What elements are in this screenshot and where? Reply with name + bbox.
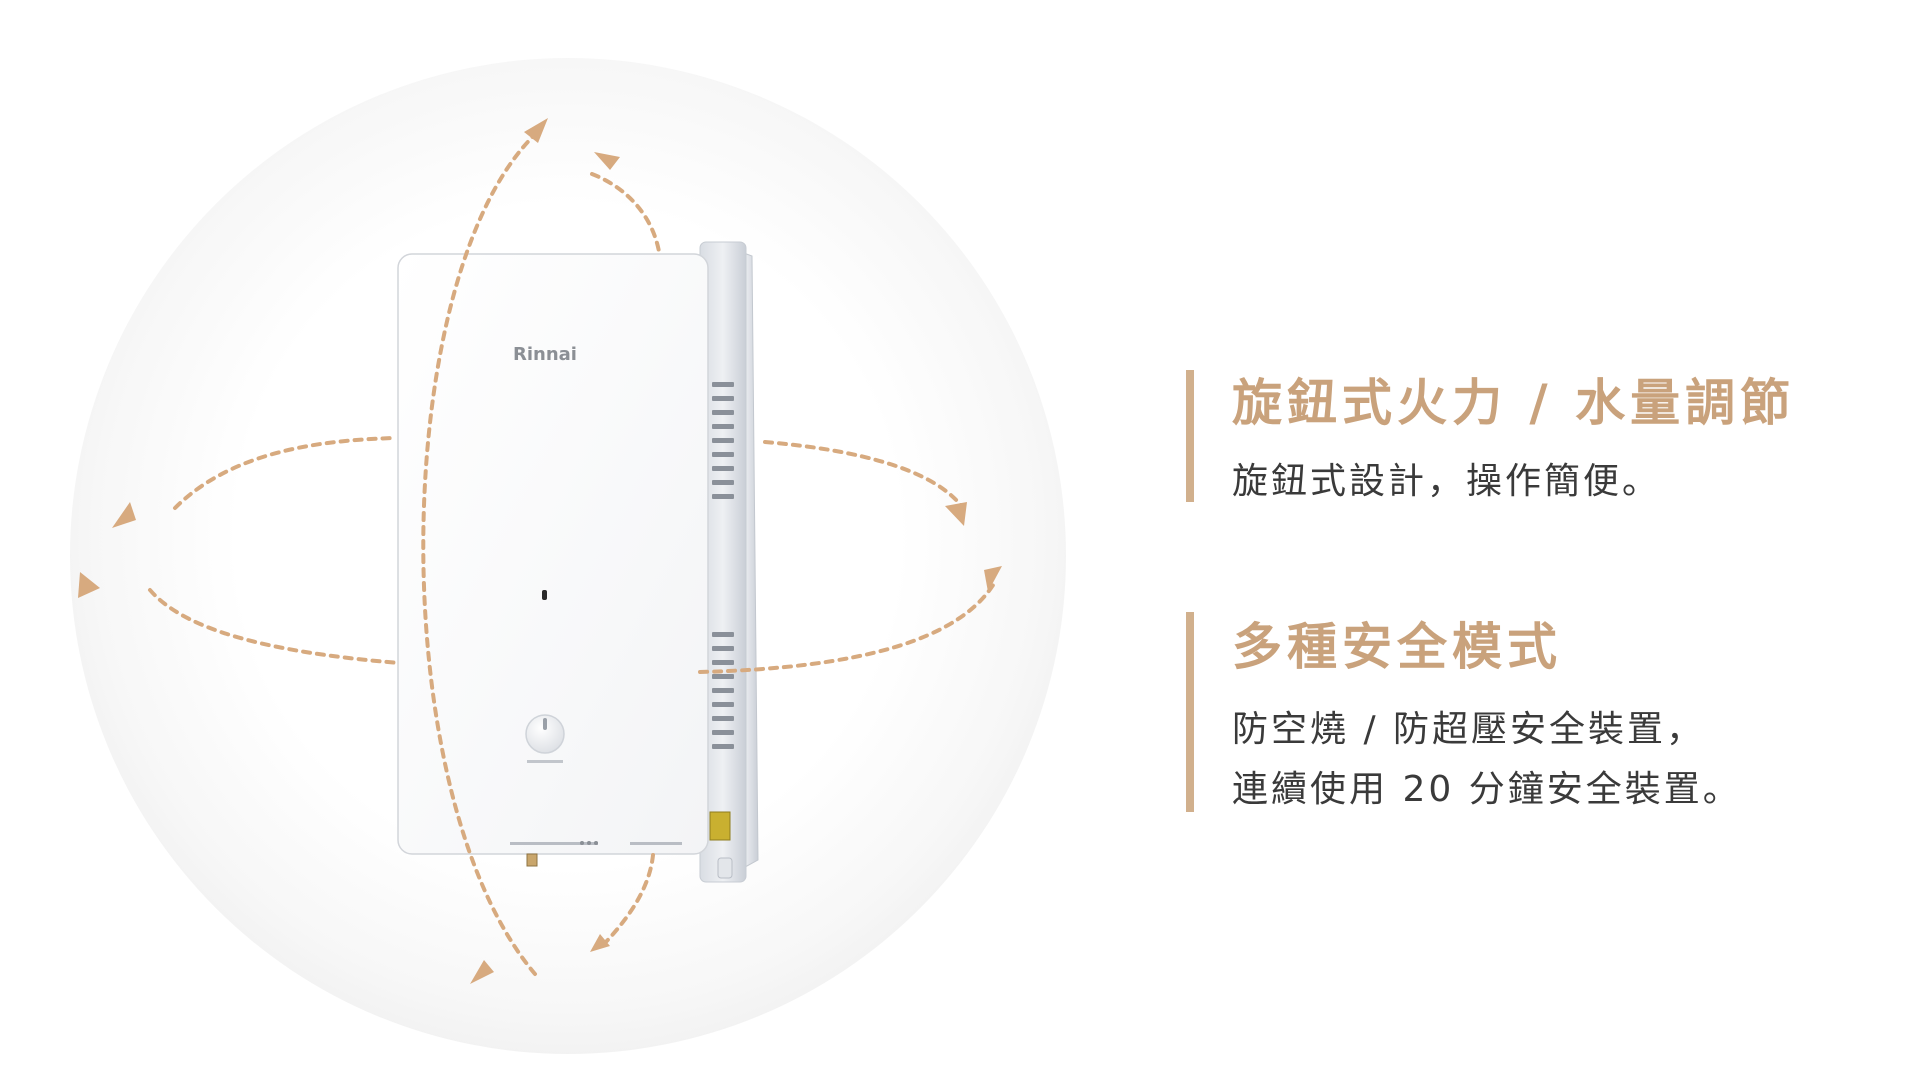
accent-bar (1186, 370, 1194, 502)
water-heater-unit: Rinnai (397, 241, 759, 883)
feature-description: 旋鈕式設計，操作簡便。 (1232, 461, 1662, 502)
arrowhead-top-large (524, 118, 548, 143)
feature-description-line-2: 連續使用 20 分鐘安全裝置。 (1232, 769, 1742, 810)
side-vents (712, 382, 734, 749)
accent-bar (1186, 612, 1194, 812)
power-water-knob (525, 714, 565, 754)
arrowhead-left-lower (78, 572, 100, 598)
arrowhead-right-upper (945, 502, 967, 526)
feature-title: 多種安全模式 (1232, 618, 1562, 676)
arrowhead-bottom-small (590, 934, 610, 952)
arrowhead-right-lower (984, 566, 1002, 592)
arrowhead-left-upper (112, 502, 136, 528)
arrowhead-top-small (594, 152, 620, 170)
gas-connector (526, 853, 538, 867)
feature-title: 旋鈕式火力 / 水量調節 (1232, 374, 1796, 432)
arrowhead-bottom-large (470, 960, 494, 984)
rotation-arrows-front (421, 126, 997, 976)
rotation-arrowheads (78, 118, 1002, 984)
brand-logo: Rinnai (513, 344, 577, 365)
indicator-light (542, 590, 547, 600)
rating-label (709, 811, 731, 841)
feature-description-line-1: 防空燒 / 防超壓安全裝置， (1232, 709, 1706, 750)
